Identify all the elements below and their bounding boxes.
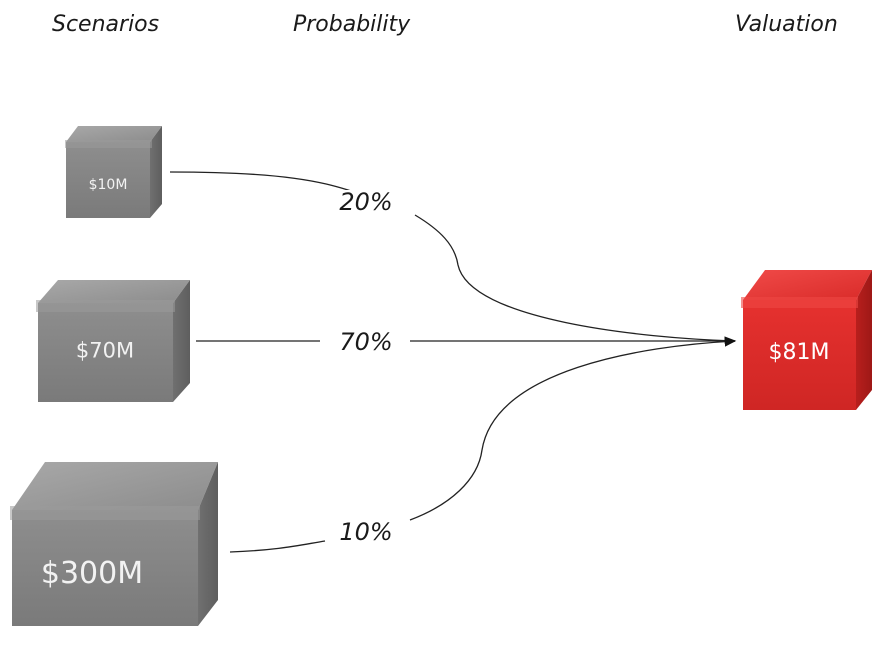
probability-10m: 20% — [333, 190, 399, 214]
connector-300m — [229, 341, 735, 553]
header-valuation: Valuation — [735, 12, 838, 37]
scenario-value-10m: $10M — [88, 177, 128, 193]
probability-70m: 70% — [333, 330, 399, 354]
result-value: $81M — [768, 340, 830, 365]
scenario-value-70m: $70M — [75, 338, 135, 363]
scenario-box-70m — [36, 280, 190, 402]
scenario-box-10m — [65, 126, 162, 218]
connector-10m — [169, 171, 736, 342]
header-scenarios: Scenarios — [52, 12, 160, 37]
scenario-value-300m: $300M — [40, 556, 144, 591]
header-probability: Probability — [293, 12, 411, 37]
result-box-81m — [741, 270, 872, 410]
scenario-box-300m — [10, 462, 218, 626]
probability-300m: 10% — [333, 520, 399, 544]
